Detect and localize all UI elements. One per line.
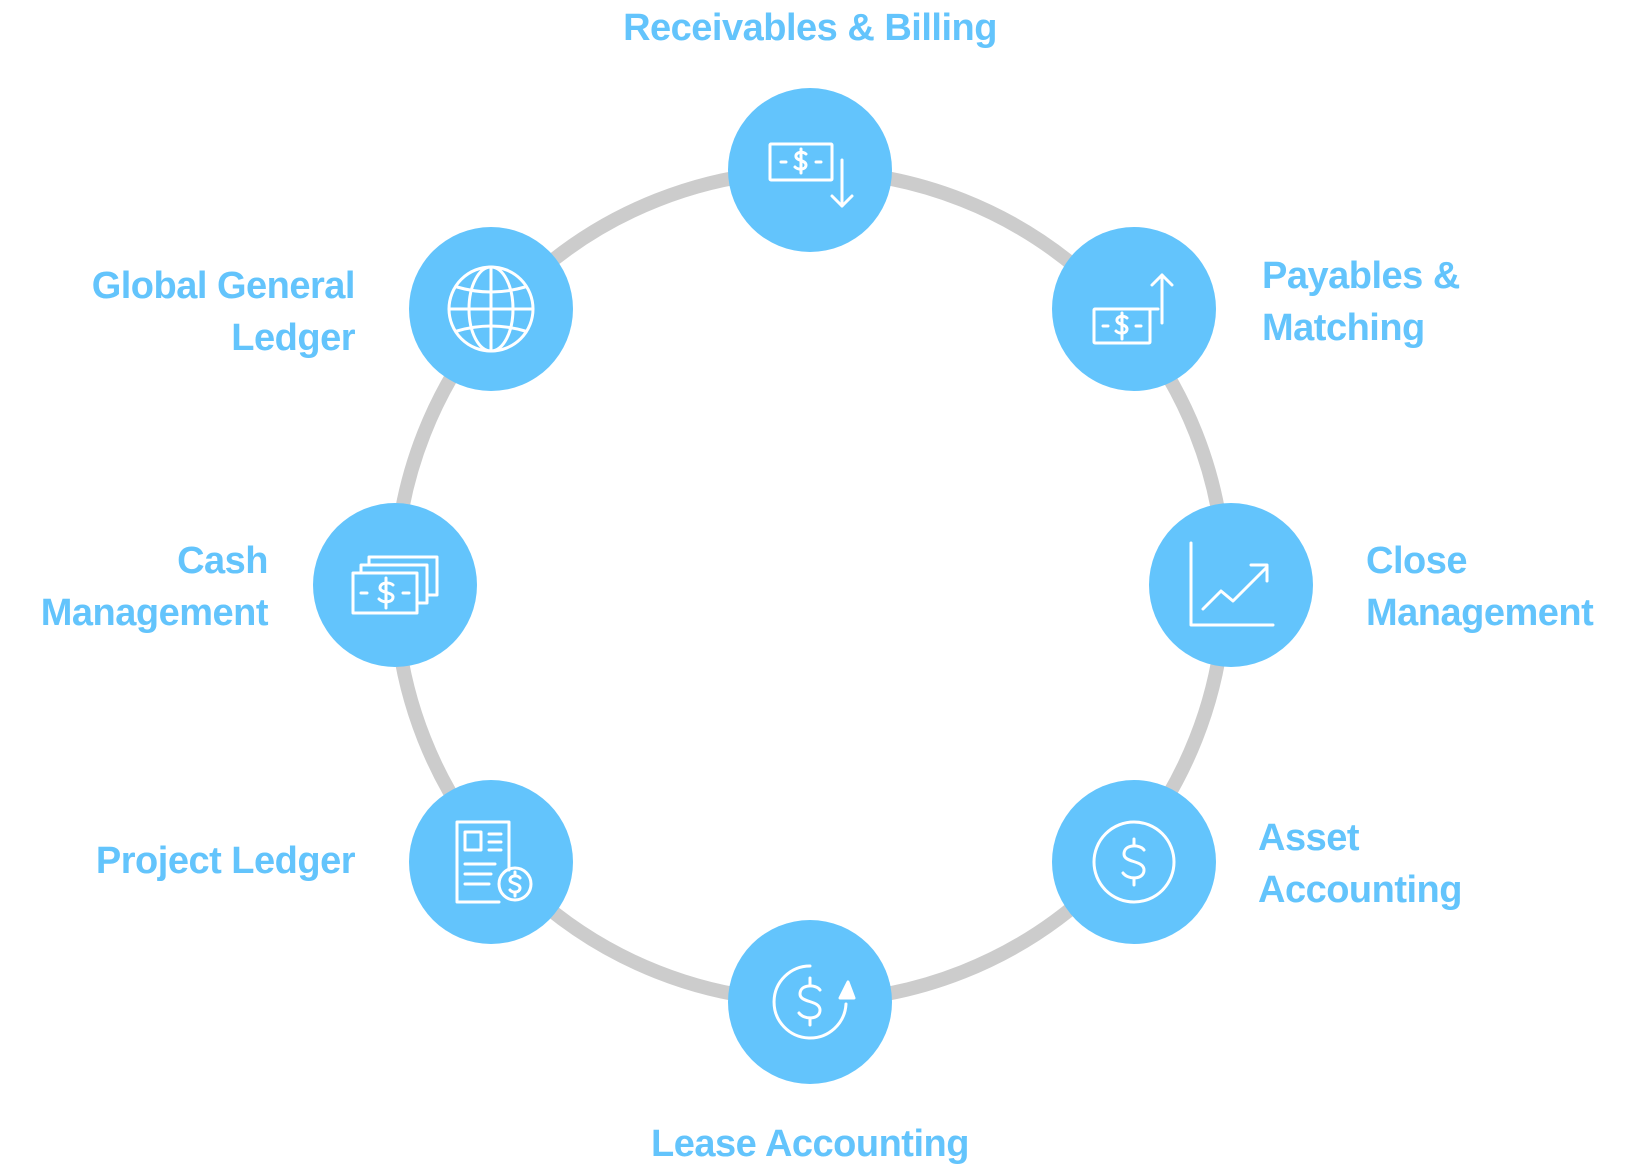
document-dollar-icon	[455, 820, 533, 904]
cash-up-arrow-icon	[1092, 273, 1174, 345]
label-line: Receivables & Billing	[623, 7, 997, 49]
project-ledger-node[interactable]	[409, 780, 573, 944]
label-line: Management	[40, 592, 269, 634]
global-general-ledger-label: Global General Ledger	[40, 260, 356, 364]
label-line: Accounting	[1258, 869, 1462, 911]
label-line: Asset	[1258, 817, 1359, 859]
label-line: Matching	[1262, 307, 1425, 349]
label-line: Payables &	[1262, 255, 1460, 297]
lease-accounting-label: Lease Accounting	[610, 1118, 1010, 1170]
payables-matching-label: Payables & Matching	[1262, 250, 1460, 354]
globe-icon	[447, 265, 535, 353]
cash-management-node[interactable]	[313, 503, 477, 667]
payables-matching-node[interactable]	[1052, 227, 1216, 391]
label-line: Management	[1366, 592, 1594, 634]
label-line: Project Ledger	[95, 840, 356, 882]
receivables-billing-node[interactable]	[728, 88, 892, 252]
cash-management-label: Cash Management	[10, 535, 269, 639]
asset-accounting-node[interactable]	[1052, 780, 1216, 944]
label-line: Global General	[91, 265, 356, 307]
label-line: Ledger	[231, 317, 355, 359]
lease-accounting-node[interactable]	[728, 920, 892, 1084]
receivables-billing-label: Receivables & Billing	[610, 2, 1010, 54]
label-line: Cash	[177, 540, 268, 582]
dollar-circle-icon	[1092, 820, 1176, 904]
project-ledger-label: Project Ledger	[40, 835, 356, 887]
global-general-ledger-node[interactable]	[409, 227, 573, 391]
close-management-label: Close Management	[1366, 535, 1594, 639]
label-line: Close	[1366, 540, 1467, 582]
trend-chart-icon	[1189, 541, 1275, 627]
close-management-node[interactable]	[1149, 503, 1313, 667]
cash-down-arrow-icon	[768, 142, 854, 208]
label-line: Lease Accounting	[651, 1123, 969, 1165]
dollar-refresh-icon	[772, 964, 856, 1040]
asset-accounting-label: Asset Accounting	[1258, 812, 1462, 916]
stacked-cash-icon	[351, 555, 439, 615]
